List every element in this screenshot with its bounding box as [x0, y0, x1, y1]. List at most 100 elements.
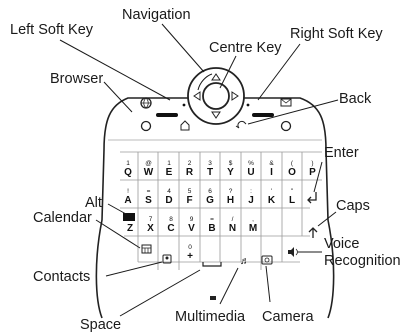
label-voice: Voice [324, 236, 359, 252]
key-main-char: C [167, 223, 174, 234]
key-alt-char: $ [229, 160, 233, 167]
centre-key[interactable] [202, 82, 230, 110]
key-main-char: E [166, 167, 173, 178]
label-calendar: Calendar [33, 210, 92, 226]
nav-up-icon [211, 73, 221, 81]
top-key-row [140, 97, 292, 132]
key-alt-char: 3 [208, 160, 212, 167]
up-arrow-icon [308, 227, 318, 238]
key-alt-char: ? [229, 188, 233, 195]
key-main-char: P [309, 167, 316, 178]
qwerty-keyboard: 1Q@W1E2R3T$Y%U&I(O)P!A=S4D5F6G?H:J'K"L+Z… [120, 151, 322, 270]
key-main-char: M [249, 223, 257, 234]
key-alt-char: = [210, 216, 214, 223]
key-t[interactable]: 3T [207, 160, 213, 178]
key-alt-char: ( [291, 160, 294, 167]
microphone-slot [210, 296, 216, 300]
home-icon [180, 120, 190, 131]
key-main-char: T [207, 167, 213, 178]
key-f[interactable]: 5F [186, 188, 192, 206]
key-e[interactable]: 1E [166, 160, 173, 178]
key-a[interactable]: !A [124, 188, 131, 206]
key-y[interactable]: $Y [227, 160, 234, 178]
nav-right-icon [231, 91, 239, 101]
key-b[interactable]: =B [208, 216, 215, 234]
key-alt-char: ) [311, 160, 313, 167]
music-note-icon: ♬ [240, 256, 250, 267]
key-alt-char: 4 [167, 188, 171, 195]
key-x[interactable]: 7X [147, 216, 154, 234]
black-square-icon [123, 213, 135, 221]
key-d[interactable]: 4D [165, 188, 172, 206]
key-k[interactable]: 'K [268, 188, 276, 206]
key-alt-char: 0 [188, 244, 192, 251]
label-enter: Enter [324, 145, 359, 161]
label-multimedia: Multimedia [175, 309, 246, 325]
key-o[interactable]: (O [288, 160, 296, 178]
key-g[interactable]: 6G [206, 188, 214, 206]
key-main-char: R [186, 167, 194, 178]
calendar-icon [141, 244, 152, 254]
key-j[interactable]: :J [248, 188, 254, 206]
key-alt-char: ! [127, 188, 129, 195]
label-right-soft-key: Right Soft Key [290, 26, 383, 42]
key-main-char: D [165, 195, 172, 206]
key-alt-char: % [248, 160, 254, 167]
key-main-char: + [187, 251, 193, 262]
key-alt-char: 7 [149, 216, 153, 223]
key-alt-char: 8 [169, 216, 173, 223]
label-back: Back [339, 91, 372, 107]
power-icon [280, 120, 292, 132]
back-key[interactable] [235, 121, 247, 129]
key-u[interactable]: %U [247, 160, 254, 178]
key-alt-char: 6 [208, 188, 212, 195]
key-n[interactable]: /N [229, 216, 236, 234]
home-key[interactable] [180, 120, 190, 131]
key-i[interactable]: &I [269, 160, 274, 178]
key-plus[interactable]: 0+ [187, 244, 193, 262]
key-main-char: W [144, 167, 154, 178]
key-v[interactable]: 9V [188, 216, 195, 234]
key-p[interactable]: )P [309, 160, 316, 178]
key-alt-char: : [250, 188, 252, 195]
key-alt-char: " [291, 188, 294, 195]
left-soft-key[interactable] [156, 103, 186, 117]
label-navigation: Navigation [122, 7, 191, 23]
key-alt-char: 1 [167, 160, 171, 167]
right-soft-key[interactable] [246, 103, 274, 117]
key-main-char: K [268, 195, 276, 206]
key-r[interactable]: 2R [186, 160, 194, 178]
key-q[interactable]: 1Q [124, 160, 132, 178]
key-main-char: S [145, 195, 152, 206]
key-w[interactable]: @W [144, 160, 154, 178]
key-alt-char: & [269, 160, 274, 167]
envelope-icon [280, 98, 292, 107]
soft-key-dash-icon [156, 113, 178, 117]
key-m[interactable]: ,M [249, 216, 257, 234]
key-alt-char: 1 [126, 160, 130, 167]
camera-icon [261, 255, 273, 265]
key-c[interactable]: 8C [167, 216, 174, 234]
speaker-icon [288, 247, 294, 257]
end-key[interactable] [280, 98, 292, 132]
label-caps: Caps [336, 198, 370, 214]
leader-lines [59, 23, 339, 317]
browser-key[interactable] [140, 97, 152, 132]
key-main-char: J [248, 195, 254, 206]
navigation-cluster [187, 67, 245, 125]
key-main-char: X [147, 223, 154, 234]
key-l[interactable]: "L [289, 188, 295, 206]
key-alt-char: 2 [188, 160, 192, 167]
send-icon [140, 120, 152, 132]
label-left-soft-key: Left Soft Key [10, 22, 94, 38]
label-alt: Alt [85, 195, 102, 211]
key-s[interactable]: =S [145, 188, 152, 206]
key-main-char: O [288, 167, 296, 178]
key-main-char: I [270, 167, 273, 178]
key-h[interactable]: ?H [227, 188, 234, 206]
key-main-char: F [186, 195, 192, 206]
key-main-char: A [124, 195, 131, 206]
key-main-char: U [247, 167, 254, 178]
key-main-char: L [289, 195, 295, 206]
